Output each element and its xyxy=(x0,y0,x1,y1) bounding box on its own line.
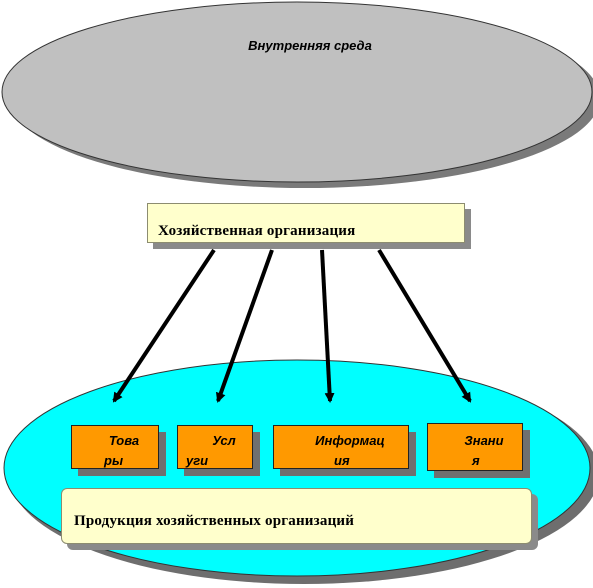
product-goods: Това ры xyxy=(71,425,159,469)
output-box: Продукция хозяйственных организаций xyxy=(61,488,532,544)
product-goods-line2: ры xyxy=(104,453,124,468)
arrow-to-information xyxy=(320,249,335,403)
product-knowledge-line2: я xyxy=(472,453,480,468)
product-services: Усл уги xyxy=(177,425,253,469)
arrow-to-knowledge xyxy=(377,248,472,403)
organization-box: Хозяйственная организация xyxy=(147,203,465,243)
product-information-line1: Информац xyxy=(315,433,385,448)
product-knowledge: Знани я xyxy=(427,423,523,471)
internal-environment-label: Внутренняя среда xyxy=(248,38,372,53)
output-label: Продукция хозяйственных организаций xyxy=(74,513,355,529)
arrow-to-services xyxy=(215,249,274,403)
arrow-to-goods xyxy=(112,248,216,403)
product-knowledge-line1: Знани xyxy=(464,433,504,448)
product-information: Информац ия xyxy=(273,425,409,469)
product-services-line1: Усл xyxy=(212,433,236,448)
product-goods-line1: Това xyxy=(108,433,140,448)
internal-environment-ellipse xyxy=(1,1,593,183)
product-services-line2: уги xyxy=(186,453,209,468)
organization-label: Хозяйственная организация xyxy=(158,223,356,239)
product-information-line2: ия xyxy=(334,453,350,468)
